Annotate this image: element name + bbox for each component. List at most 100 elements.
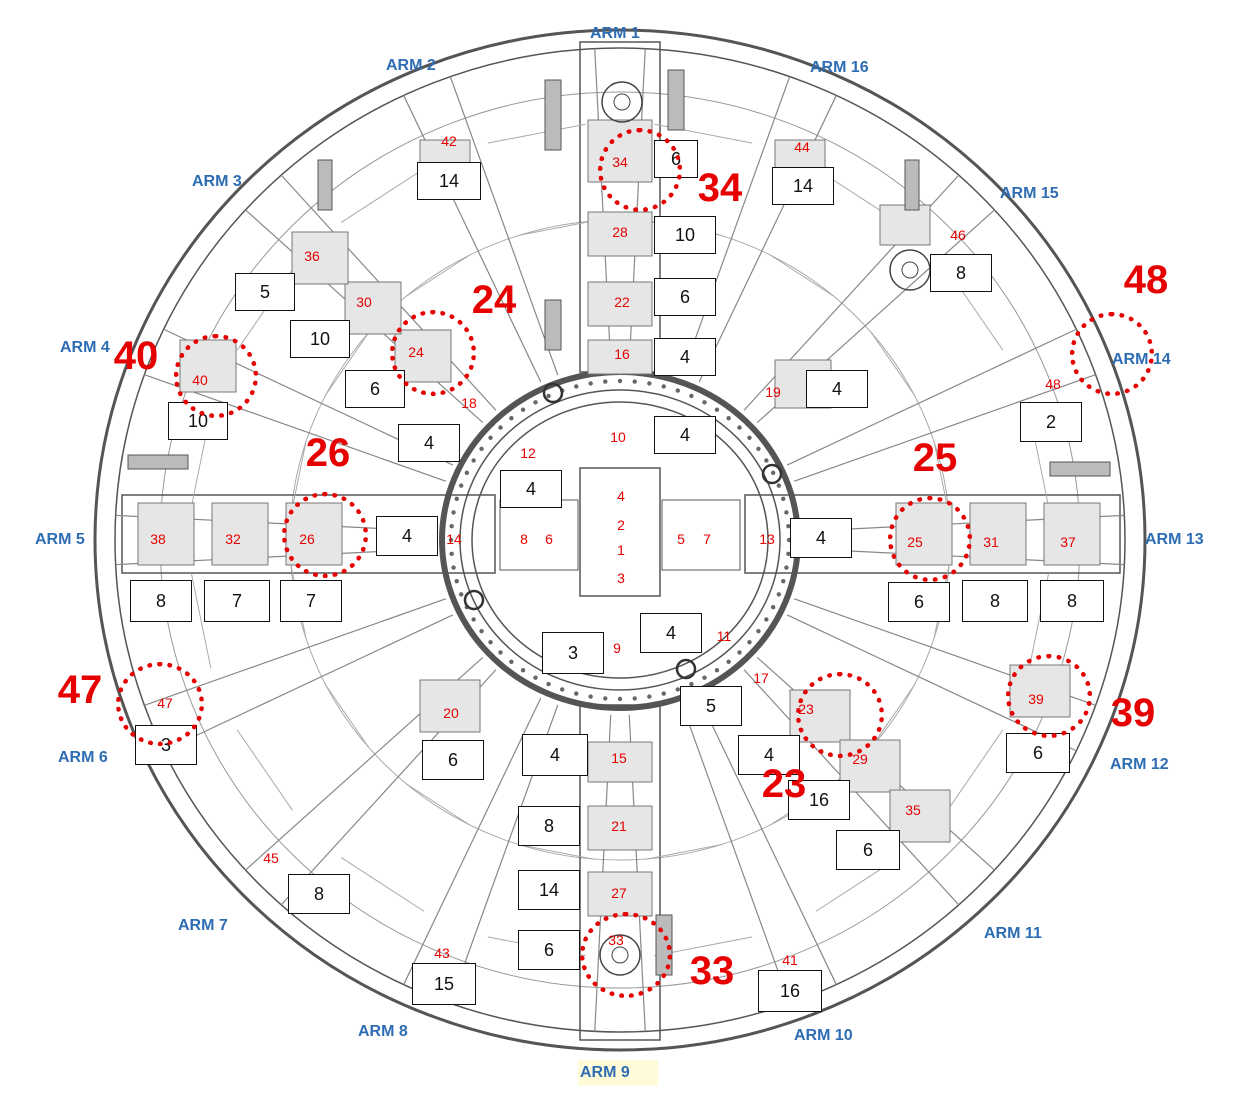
cutter-number: 29 [852, 751, 868, 767]
cutter-housing [211, 502, 269, 566]
gear-symbol-inner [613, 93, 631, 111]
hub-bolt [488, 640, 493, 645]
gear-symbol-inner [901, 261, 919, 279]
highlight-callout: 23 [761, 762, 807, 806]
highlight-callout: 33 [689, 949, 735, 993]
hub-bolt [661, 691, 666, 696]
highlight-callout: 48 [1123, 258, 1169, 302]
cutter-number: 43 [434, 945, 450, 961]
hub-bolt [770, 470, 776, 476]
hub-bolt [689, 681, 694, 687]
hub-bolt [479, 628, 484, 634]
hub-bolt [454, 496, 459, 502]
hub-bolt [471, 458, 476, 463]
hub-bolt [689, 393, 694, 399]
hub-bolt [546, 681, 551, 687]
arm-label-6: ARM 6 [58, 749, 108, 766]
cross-bar [487, 123, 586, 144]
cross-bar [646, 844, 722, 860]
cutter-number: 47 [157, 695, 173, 711]
highlight-circle [796, 672, 884, 758]
cutter-number: 32 [225, 531, 241, 547]
highlight-callout: 39 [1110, 691, 1156, 735]
highlight-circle [888, 496, 972, 582]
arm-label-8: ARM 8 [358, 1023, 408, 1040]
scraper-bar [544, 299, 562, 351]
highlight-circle [580, 912, 672, 998]
highlight-circle [1070, 312, 1154, 396]
hub-bolt [702, 400, 707, 405]
cutter-number: 1 [617, 542, 625, 558]
cutter-number: 28 [612, 224, 628, 240]
cross-bar [870, 685, 915, 748]
cutter-number: 5 [677, 531, 685, 547]
radial-spoke [681, 704, 791, 1004]
hub-bolt [588, 694, 593, 699]
radial-spoke [403, 697, 542, 985]
scraper-bar [544, 79, 562, 151]
value-box: 4 [654, 416, 716, 454]
hub-fitting [463, 589, 485, 611]
hub-bolt [471, 617, 476, 622]
hub-bolt [603, 379, 608, 384]
cutter-number: 35 [905, 802, 921, 818]
hub-bolt [784, 510, 789, 515]
hub-bolt [632, 696, 637, 701]
radial-spoke [449, 76, 559, 376]
cross-bar [325, 332, 370, 395]
cutter-number: 44 [794, 139, 810, 155]
hub-bolt [520, 407, 526, 412]
value-box: 4 [790, 518, 852, 558]
scraper-bar [904, 159, 920, 211]
cutter-number: 18 [461, 395, 477, 411]
cutter-number: 9 [613, 640, 621, 656]
arm-label-13: ARM 13 [1145, 531, 1204, 548]
hub-bolt [533, 400, 538, 405]
value-box: 10 [654, 216, 716, 254]
hub-bolt [726, 415, 731, 421]
hub-bolt [464, 470, 470, 476]
hub-ring-mid [459, 389, 781, 691]
cross-bar [190, 573, 212, 669]
hub-bolt [647, 381, 652, 386]
hub-bolt [574, 384, 579, 389]
cutter-number: 41 [782, 952, 798, 968]
cross-bar [946, 729, 1004, 811]
hub-fitting [542, 382, 564, 404]
hub-bolt [574, 691, 579, 696]
hub-bolt [451, 565, 456, 570]
value-box: 6 [888, 582, 950, 622]
radial-spoke [698, 697, 837, 985]
cutter-number: 48 [1045, 376, 1061, 392]
cutter-number: 7 [703, 531, 711, 547]
hub-bolt [781, 496, 786, 502]
cutter-housing [1043, 502, 1101, 566]
cutter-number: 27 [611, 885, 627, 901]
hub-bolt [756, 446, 761, 452]
cross-bar [340, 168, 425, 223]
cutter-housing [587, 211, 653, 257]
hub-bolt [449, 551, 454, 557]
highlight-circle [282, 492, 368, 578]
hub-fitting [675, 658, 697, 680]
value-box: 5 [680, 686, 742, 726]
value-box: 8 [130, 580, 192, 622]
value-box: 8 [962, 580, 1028, 622]
cutter-number: 33 [608, 932, 624, 948]
center-left-block [499, 499, 579, 571]
highlight-callout: 26 [305, 431, 351, 475]
arm-9-highlight-band [578, 1060, 658, 1086]
cutter-housing [889, 789, 951, 843]
arm-label-2: ARM 2 [386, 57, 436, 74]
arm-label-10: ARM 10 [794, 1027, 853, 1044]
hub-bolt [675, 687, 681, 692]
radial-spoke [786, 328, 1077, 466]
highlight-callout: 34 [697, 166, 743, 210]
hub-bolt [488, 435, 493, 440]
cross-bar [518, 220, 594, 236]
cutter-number: 46 [950, 227, 966, 243]
value-box: 16 [788, 780, 850, 820]
cutter-housing [291, 231, 349, 285]
radial-spoke [163, 614, 454, 752]
